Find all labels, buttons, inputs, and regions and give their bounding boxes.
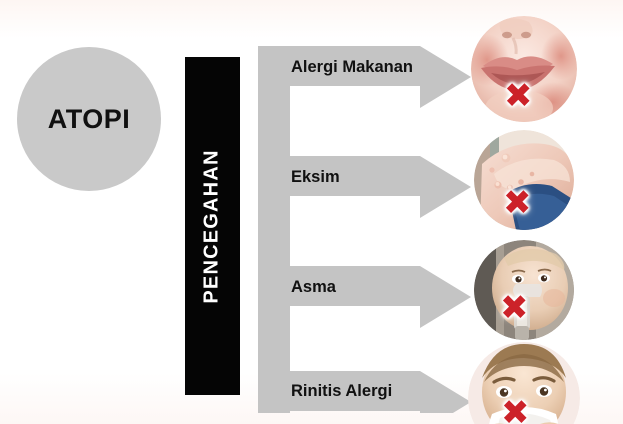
arrow-shaft-4 — [258, 371, 471, 413]
atopi-root-node: ATOPI — [17, 47, 161, 191]
branch-label-alergi-makanan: Alergi Makanan — [291, 58, 413, 76]
child-eczema-arm-photo — [474, 130, 574, 230]
baby-inhaler-photo — [474, 240, 574, 340]
child-blowing-nose-photo — [468, 342, 580, 424]
branch-label-asma: Asma — [291, 278, 336, 296]
atopi-root-label: ATOPI — [47, 103, 131, 134]
arrow-shaft-1 — [258, 46, 471, 108]
arrow-shaft-3 — [258, 266, 471, 328]
baby-lips-swelling-photo — [471, 16, 577, 122]
branch-label-eksim: Eksim — [291, 168, 340, 186]
arrow-comb-group — [258, 46, 471, 413]
prevention-bar-label: PENCEGAHAN — [201, 148, 223, 304]
branch-label-rinitis-alergi: Rinitis Alergi — [291, 382, 393, 400]
prevention-bar: PENCEGAHAN — [185, 57, 240, 395]
arrow-shaft-2 — [258, 156, 471, 218]
